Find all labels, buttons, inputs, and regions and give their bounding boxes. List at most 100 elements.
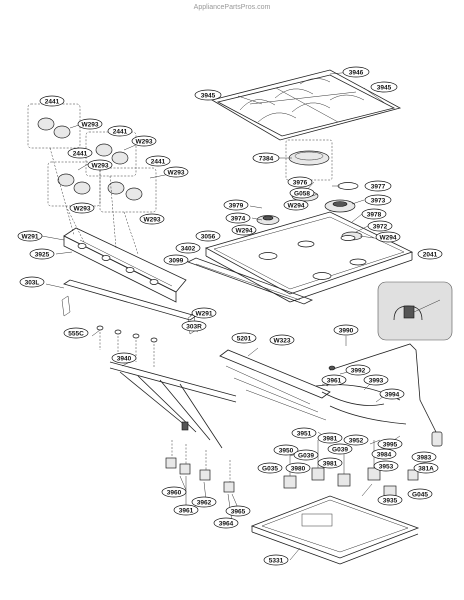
label-w293-c[interactable]: W293 [87, 159, 113, 171]
label-3925[interactable]: 3925 [29, 248, 55, 260]
label-3993[interactable]: 3993 [363, 374, 389, 386]
label-2041[interactable]: 2041 [417, 248, 443, 260]
svg-text:3981: 3981 [323, 461, 338, 468]
label-w293-b[interactable]: W293 [131, 135, 157, 147]
label-2441-a[interactable]: 2441 [39, 95, 65, 107]
svg-text:5201: 5201 [237, 336, 252, 343]
svg-text:G039: G039 [332, 447, 348, 454]
svg-text:3977: 3977 [371, 184, 386, 191]
svg-text:3950: 3950 [279, 448, 294, 455]
label-3977[interactable]: 3977 [364, 180, 392, 192]
label-3056[interactable]: 3056 [195, 230, 221, 242]
svg-text:303L: 303L [25, 280, 40, 287]
label-3984[interactable]: 3984 [371, 448, 397, 460]
label-3962[interactable]: 3962 [191, 496, 217, 508]
label-3972[interactable]: 3972 [367, 220, 393, 232]
svg-text:3995: 3995 [383, 442, 398, 449]
label-3980[interactable]: 3980 [285, 462, 311, 474]
label-g035[interactable]: G035 [257, 462, 283, 474]
label-381a[interactable]: 381A [413, 462, 439, 474]
label-g058[interactable]: G058 [289, 187, 315, 199]
svg-text:W294: W294 [380, 235, 397, 242]
svg-text:3953: 3953 [379, 464, 394, 471]
label-3979[interactable]: 3979 [223, 199, 249, 211]
svg-text:3402: 3402 [181, 246, 196, 253]
label-3402[interactable]: 3402 [175, 242, 201, 254]
svg-text:G039: G039 [298, 453, 314, 460]
svg-text:2441: 2441 [151, 159, 166, 166]
label-3960[interactable]: 3960 [161, 486, 187, 498]
svg-text:3973: 3973 [371, 198, 386, 205]
label-3950[interactable]: 3950 [273, 444, 299, 456]
svg-text:3974: 3974 [231, 216, 246, 223]
svg-text:3940: 3940 [117, 356, 132, 363]
label-w294-c[interactable]: W294 [375, 231, 401, 243]
svg-text:3099: 3099 [169, 258, 184, 265]
svg-text:3946: 3946 [349, 70, 364, 77]
svg-text:G058: G058 [294, 191, 310, 198]
label-3953[interactable]: 3953 [373, 460, 399, 472]
label-w294-b[interactable]: W294 [231, 224, 257, 236]
label-3965[interactable]: 3965 [225, 505, 251, 517]
label-303r[interactable]: 303R [181, 320, 207, 332]
label-3981-b[interactable]: 3981 [317, 457, 343, 469]
svg-text:5331: 5331 [269, 558, 284, 565]
label-5201[interactable]: 5201 [231, 332, 257, 344]
label-2441-c[interactable]: 2441 [67, 147, 93, 159]
label-7384[interactable]: 7384 [252, 152, 280, 164]
label-3976[interactable]: 3976 [287, 176, 313, 188]
label-3981-a[interactable]: 3981 [317, 432, 343, 444]
label-3935[interactable]: 3935 [377, 494, 403, 506]
label-w291-b[interactable]: W291 [191, 307, 217, 319]
label-w294-a[interactable]: W294 [283, 199, 309, 211]
label-g039-a[interactable]: G039 [293, 449, 319, 461]
label-3973[interactable]: 3973 [364, 194, 392, 206]
label-2441-d[interactable]: 2441 [145, 155, 171, 167]
svg-text:3993: 3993 [369, 378, 384, 385]
label-w293-d[interactable]: W293 [163, 166, 189, 178]
svg-text:3056: 3056 [201, 234, 216, 241]
label-w293-a[interactable]: W293 [77, 118, 103, 130]
label-5331[interactable]: 5331 [263, 554, 289, 566]
svg-text:2441: 2441 [113, 129, 128, 136]
label-g045[interactable]: G045 [407, 488, 433, 500]
label-3945-left[interactable]: 3945 [194, 89, 222, 101]
svg-text:3962: 3962 [197, 500, 212, 507]
label-3974[interactable]: 3974 [225, 212, 251, 224]
label-3946[interactable]: 3946 [342, 66, 370, 78]
label-w293-f[interactable]: W293 [139, 213, 165, 225]
label-3952[interactable]: 3952 [343, 434, 369, 446]
label-3994[interactable]: 3994 [379, 388, 405, 400]
label-3945-right[interactable]: 3945 [370, 81, 398, 93]
svg-text:3976: 3976 [293, 180, 308, 187]
label-w291-a[interactable]: W291 [17, 230, 43, 242]
burner-grate-assembly [210, 69, 402, 141]
svg-text:3990: 3990 [339, 328, 354, 335]
label-3964[interactable]: 3964 [213, 517, 239, 529]
svg-text:W291: W291 [196, 311, 213, 318]
label-2441-b[interactable]: 2441 [107, 125, 133, 137]
svg-text:3984: 3984 [377, 452, 392, 459]
label-555c[interactable]: 555C [63, 327, 89, 339]
label-3951[interactable]: 3951 [291, 427, 317, 439]
label-g039-b[interactable]: G039 [327, 443, 353, 455]
label-3940[interactable]: 3940 [111, 352, 137, 364]
label-3961-b[interactable]: 3961 [173, 504, 199, 516]
label-3978[interactable]: 3978 [361, 208, 387, 220]
label-3099[interactable]: 3099 [163, 254, 189, 266]
svg-text:3994: 3994 [385, 392, 400, 399]
label-303l[interactable]: 303L [19, 276, 45, 288]
svg-text:W293: W293 [92, 163, 109, 170]
label-3961-a[interactable]: 3961 [321, 374, 347, 386]
watermark: AppliancePartsPros.com [193, 4, 271, 11]
svg-text:3965: 3965 [231, 509, 246, 516]
label-3992[interactable]: 3992 [345, 364, 371, 376]
svg-text:3979: 3979 [229, 203, 244, 210]
label-w323[interactable]: W323 [269, 334, 295, 346]
svg-text:W294: W294 [288, 203, 305, 210]
burner-box-bracket [219, 349, 331, 421]
label-3990[interactable]: 3990 [333, 324, 359, 336]
label-3983[interactable]: 3983 [411, 451, 437, 463]
label-w293-e[interactable]: W293 [69, 202, 95, 214]
label-3995[interactable]: 3995 [377, 438, 403, 450]
